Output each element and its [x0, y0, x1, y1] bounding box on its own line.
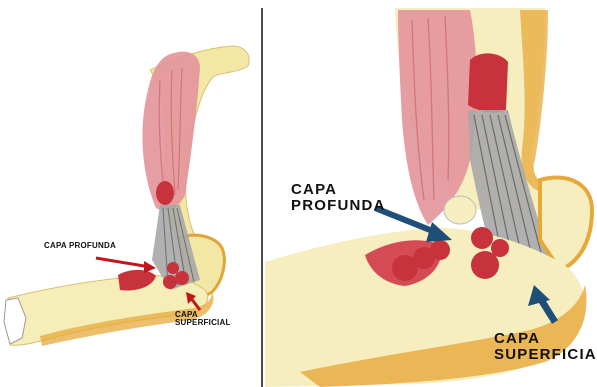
- left-illustration: [4, 46, 249, 346]
- right-superficial-bundle-b: [471, 227, 493, 249]
- right-label-deep-line1: CAPA: [291, 182, 386, 198]
- right-bundle-cut-top: [468, 53, 508, 112]
- right-superficial-bundle-c: [491, 239, 509, 257]
- left-label-deep-layer: CAPA PROFUNDA: [44, 242, 116, 250]
- right-radial-head: [444, 196, 476, 224]
- right-label-deep-line2: PROFUNDA: [291, 198, 386, 214]
- left-muscle-bundle-b: [175, 271, 189, 285]
- right-label-deep-layer: CAPA PROFUNDA: [291, 182, 386, 214]
- right-label-superficial-layer: CAPA SUPERFICIAL: [494, 331, 597, 363]
- left-label-superficial-line2: SUPERFICIAL: [175, 319, 231, 327]
- right-humerus-shadow: [520, 10, 555, 192]
- right-label-superficial-line1: CAPA: [494, 331, 597, 347]
- left-deep-arrow: [96, 258, 150, 267]
- right-deep-bundle-c: [430, 240, 450, 260]
- left-bundle-cut: [156, 181, 174, 205]
- left-muscle-bundle-a: [163, 275, 177, 289]
- right-label-superficial-line2: SUPERFICIAL: [494, 347, 597, 363]
- left-muscle-bundle-c: [167, 262, 179, 274]
- left-label-superficial-layer: CAPA SUPERFICIAL: [175, 311, 231, 328]
